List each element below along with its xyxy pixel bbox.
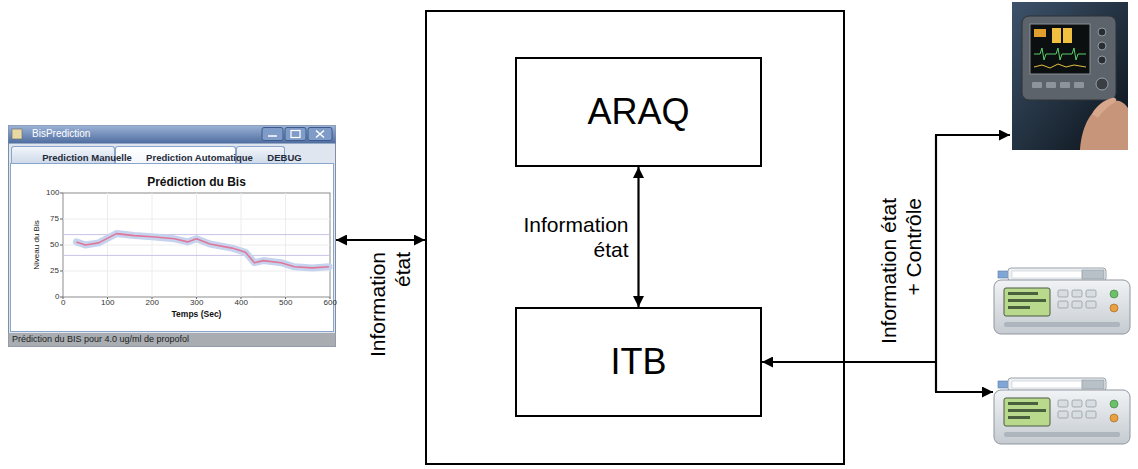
status-text: Prédiction du BIS pour 4.0 ug/ml de prop… [12, 334, 189, 344]
edge-label: Information état [509, 212, 629, 262]
window-icon [12, 129, 22, 139]
bus-label: Information état + Contrôle [876, 198, 926, 350]
app-window-frame [9, 126, 336, 347]
module-box: ARAQ [515, 57, 762, 167]
device-link [935, 134, 1010, 136]
tick-label: 600 [324, 299, 337, 308]
tab-label: DEBUG [267, 153, 301, 164]
system-frame: ARAQ ITB [425, 10, 845, 465]
device-link [935, 391, 993, 393]
grid-lines [63, 193, 330, 297]
box-label: ARAQ [587, 91, 689, 133]
device-bus [935, 135, 937, 392]
window-body [9, 126, 336, 347]
axis-title: Niveau du Bis [32, 205, 41, 285]
target-band-line [63, 255, 330, 256]
tick-label: 400 [235, 299, 248, 308]
axis-ticks [60, 193, 330, 299]
plot-area [63, 193, 330, 297]
target-band-line [63, 234, 330, 235]
syringe-pump [994, 378, 1130, 444]
bis-prediction-line [76, 234, 329, 268]
tick-label: 0 [61, 299, 65, 308]
tick-label: 100 [101, 299, 114, 308]
tab-panel [11, 164, 334, 332]
axis-title: Temps (Sec) [63, 310, 330, 320]
tab: Prediction Manuelle [11, 146, 115, 163]
tick-label: 0 [55, 293, 59, 302]
device-links [762, 135, 1010, 392]
monitor-photo [1012, 2, 1128, 150]
tab-label: Prediction Automatique [146, 153, 253, 164]
connector-arrow [637, 167, 639, 307]
tick-label: 25 [50, 267, 59, 276]
title-bar [9, 126, 336, 144]
window-title: BisPrediction [32, 128, 90, 140]
syringe-pump [994, 268, 1130, 334]
status-bar [9, 333, 336, 347]
tab-label: Prediction Manuelle [42, 153, 132, 164]
edge-label: Information état [365, 252, 415, 372]
minimize-button [262, 128, 283, 141]
module-box: ITB [515, 307, 762, 417]
tick-label: 100 [46, 189, 59, 198]
tick-label: 50 [50, 241, 59, 250]
tick-label: 300 [190, 299, 203, 308]
tick-label: 75 [50, 215, 59, 224]
box-label: ITB [610, 341, 666, 383]
confidence-band [76, 234, 329, 268]
tick-label: 200 [146, 299, 159, 308]
device-link [762, 361, 936, 363]
chart-title: Prédiction du Bis [63, 176, 330, 190]
close-button [308, 128, 332, 141]
connector-arrow [336, 239, 425, 241]
tick-label: 500 [279, 299, 292, 308]
app-window: BisPredictionPrédiction du BisNiveau du … [8, 125, 336, 347]
maximize-button [285, 128, 306, 141]
tab: Prediction Automatique [115, 146, 236, 163]
